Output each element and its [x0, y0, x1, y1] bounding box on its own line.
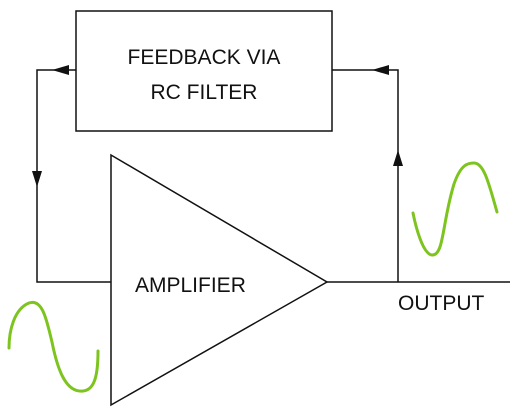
arrow-left-into-block-icon — [372, 65, 389, 75]
feedback-block — [75, 10, 333, 132]
feedback-block-label-line2: RC FILTER — [151, 81, 258, 104]
arrow-down-icon — [32, 171, 42, 187]
output-sine-wave-icon — [411, 161, 499, 257]
feedback-path-right — [332, 69, 399, 282]
feedback-block-label-line1: FEEDBACK VIA — [128, 46, 281, 69]
arrow-up-icon — [393, 150, 403, 166]
input-sine-wave-icon — [7, 300, 100, 393]
amplifier-triangle — [110, 153, 329, 407]
amplifier-label: AMPLIFIER — [135, 274, 246, 297]
output-label: OUTPUT — [398, 292, 485, 315]
arrow-left-out-of-block-icon — [52, 65, 69, 75]
feedback-path-left — [36, 69, 111, 283]
